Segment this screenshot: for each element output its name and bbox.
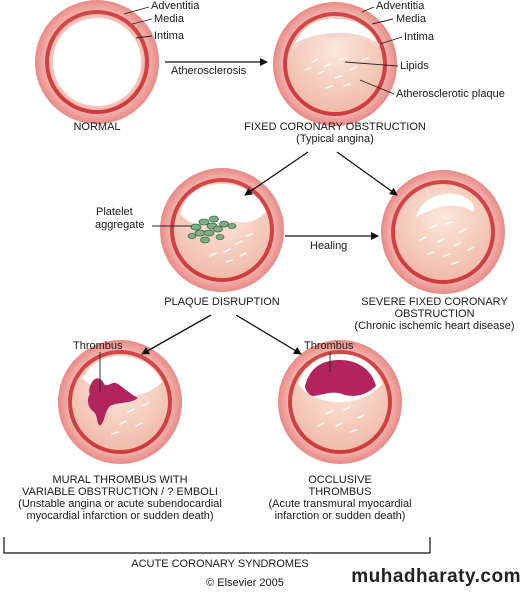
caption-occlusive-line-1: OCCLUSIVE [308, 474, 372, 486]
label-intima-fixed: Intima [404, 31, 434, 43]
occlusive-thrombus [305, 360, 376, 396]
label-thrombus-mural: Thrombus [73, 340, 123, 352]
vessel-occlusive-thrombus [278, 340, 402, 464]
caption-normal: NORMAL [47, 121, 147, 133]
leader-lines [99, 6, 403, 392]
caption-severe-line-3: (Chronic ischemic heart disease) [354, 320, 515, 332]
vessel-plaque-disruption [160, 168, 284, 292]
caption-fixed-line-2: (Typical angina) [296, 133, 374, 145]
label-adventitia-fixed: Adventitia [376, 0, 425, 12]
arrow-to-severe [336, 151, 398, 196]
vessel-fixed-obstruction [273, 2, 397, 126]
caption-mural-line-1: MURAL THROMBUS WITH [52, 474, 188, 486]
caption-occlusive-line-3: (Acute transmural myocardial [268, 498, 412, 510]
label-media-fixed: Media [396, 13, 426, 25]
caption-severe-line-1: SEVERE FIXED CORONARY [361, 296, 508, 308]
label-thrombus-occlusive: Thrombus [304, 340, 354, 352]
label-atherosclerosis: Atherosclerosis [171, 65, 247, 77]
caption-mural-line-3: (Unstable angina or acute subendocardial [18, 498, 222, 510]
caption-severe-obstruction: SEVERE FIXED CORONARY OBSTRUCTION (Chron… [342, 296, 527, 332]
label-lipids: Lipids [400, 60, 429, 72]
caption-occlusive-line-4: infarction or sudden death) [274, 510, 406, 522]
caption-disruption-line: PLAQUE DISRUPTION [164, 296, 280, 308]
vessel-mural-thrombus [58, 340, 182, 464]
vessel-severe-obstruction [381, 170, 505, 294]
caption-occlusive-thrombus: OCCLUSIVE THROMBUS (Acute transmural myo… [250, 474, 430, 522]
label-media-normal: Media [154, 13, 184, 25]
label-adventitia-normal: Adventitia [151, 0, 200, 12]
label-aggregate: aggregate [95, 219, 145, 231]
caption-fixed-line-1: FIXED CORONARY OBSTRUCTION [244, 121, 426, 133]
caption-mural-line-4: myocardial infarction or sudden death) [26, 510, 214, 522]
label-intima-normal: Intima [154, 30, 184, 42]
acs-bracket [3, 537, 431, 554]
caption-occlusive-line-2: THROMBUS [308, 486, 372, 498]
acs-group-label: ACUTE CORONARY SYNDROMES [131, 558, 309, 570]
label-atherosclerotic-plaque: Atherosclerotic plaque [396, 88, 505, 100]
caption-severe-line-2: OBSTRUCTION [394, 308, 475, 320]
label-healing: Healing [310, 240, 348, 252]
arrow-to-disruption [244, 151, 309, 196]
vessel-normal [35, 0, 159, 124]
caption-mural-line-2: VARIABLE OBSTRUCTION / ? EMBOLI [21, 486, 218, 498]
arrow-to-mural [141, 314, 212, 355]
arrow-to-occlusive [235, 314, 302, 355]
label-platelet: Platelet [96, 206, 133, 218]
platelet-aggregate [187, 215, 237, 244]
caption-fixed-obstruction: FIXED CORONARY OBSTRUCTION (Typical angi… [220, 121, 450, 145]
caption-plaque-disruption: PLAQUE DISRUPTION [142, 296, 302, 308]
copyright: © Elsevier 2005 [206, 577, 284, 589]
watermark: muhadharaty.com [351, 566, 521, 587]
process-arrows [141, 58, 398, 355]
caption-mural-thrombus: MURAL THROMBUS WITH VARIABLE OBSTRUCTION… [0, 474, 240, 522]
caption-normal-line: NORMAL [73, 121, 121, 133]
